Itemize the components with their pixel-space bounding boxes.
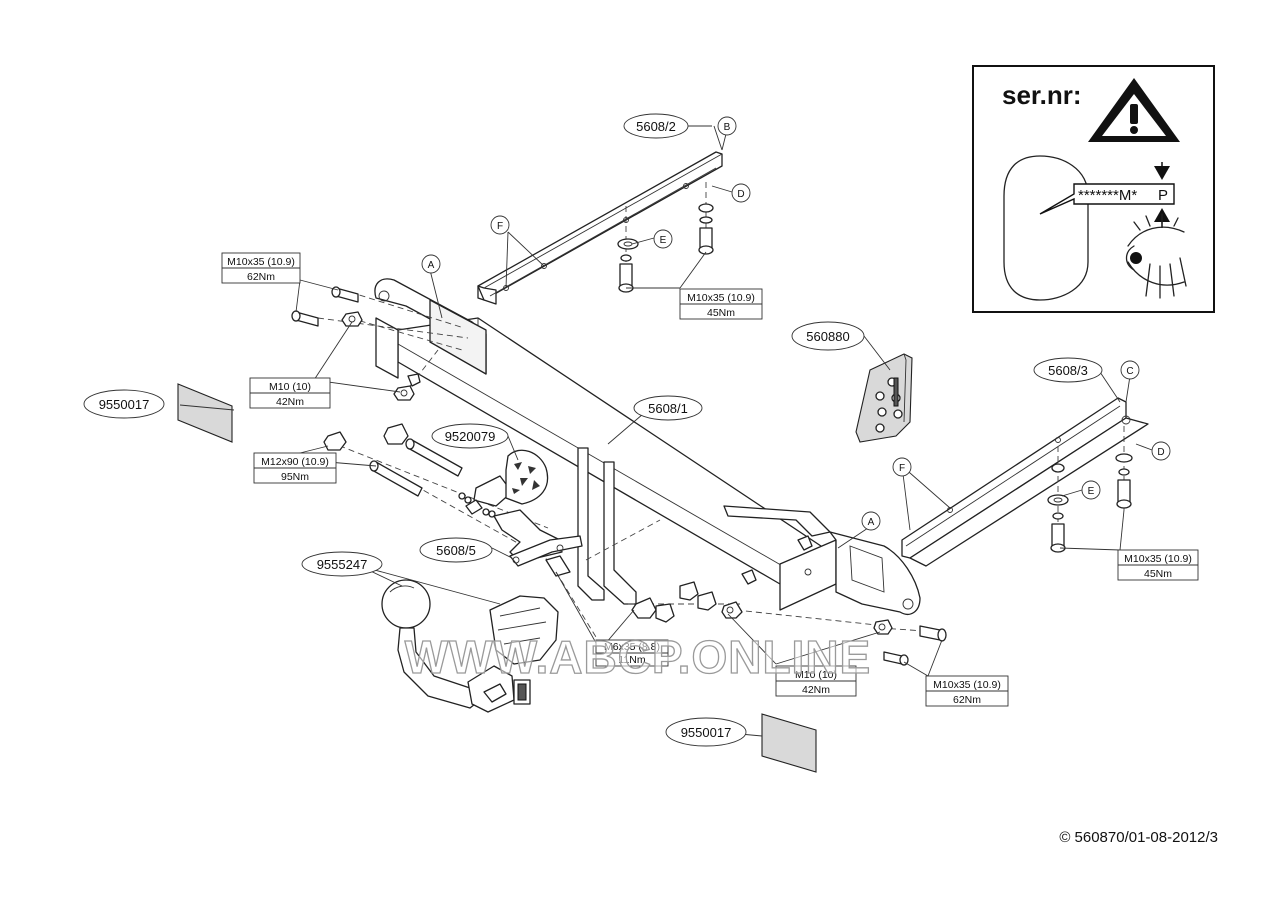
svg-text:F: F — [497, 221, 503, 232]
torque-spec-right-side: M10x35 (10.9) 45Nm — [1117, 549, 1199, 581]
svg-text:C: C — [1126, 366, 1133, 377]
svg-text:F: F — [899, 463, 905, 474]
ref-circle-a-right: A — [861, 511, 881, 531]
washer-e-top — [617, 238, 639, 293]
serial-plate-suffix: P — [1158, 187, 1168, 204]
svg-text:9550017: 9550017 — [681, 725, 732, 740]
svg-text:62Nm: 62Nm — [247, 271, 275, 283]
socket-holder-9520079 — [458, 449, 563, 563]
torque-spec-top-center: M10x35 (10.9) 45Nm — [679, 288, 763, 320]
ref-circle-f-top: F — [490, 215, 510, 235]
watermark-text: WWW.ABCP.ONLINE — [405, 631, 871, 683]
ref-circle-f-right: F — [892, 457, 912, 477]
svg-text:E: E — [1088, 486, 1095, 497]
svg-text:D: D — [1157, 447, 1164, 458]
ref-circle-e-right: E — [1081, 480, 1101, 500]
towball-outline — [1003, 155, 1089, 301]
main-crossbar-5608-1 — [374, 278, 921, 615]
torque-spec-right-bottom: M10x35 (10.9) 62Nm — [925, 675, 1009, 707]
document-9550017-left — [177, 383, 233, 443]
svg-text:M10x35 (10.9): M10x35 (10.9) — [1124, 553, 1192, 565]
callout-560880: 560880 — [791, 321, 865, 351]
eye-icon — [1125, 213, 1187, 299]
callout-9550017-bottom: 9550017 — [665, 717, 747, 747]
svg-text:5608/1: 5608/1 — [648, 401, 688, 416]
ref-circle-d-right: D — [1151, 441, 1171, 461]
svg-text:42Nm: 42Nm — [802, 684, 830, 696]
svg-text:5608/2: 5608/2 — [636, 119, 676, 134]
leader-lines — [179, 125, 1153, 737]
ref-circle-d-top: D — [731, 183, 751, 203]
serial-number-panel: ser.nr: *******M* P — [972, 65, 1215, 313]
bracket-5608-5 — [509, 535, 605, 651]
side-bracket-5608-3 — [901, 397, 1149, 567]
serial-plate: *******M* P — [1039, 183, 1175, 215]
callout-5608-1: 5608/1 — [633, 395, 703, 421]
svg-text:560880: 560880 — [806, 329, 849, 344]
bolt-d-top — [698, 203, 714, 255]
washer-e-right — [1047, 463, 1069, 553]
svg-text:9520079: 9520079 — [445, 429, 496, 444]
copyright-text: © 560870/01-08-2012/3 — [1059, 829, 1218, 846]
svg-text:9555247: 9555247 — [317, 557, 368, 572]
svg-text:M12x90 (10.9): M12x90 (10.9) — [261, 456, 329, 468]
svg-text:9550017: 9550017 — [99, 397, 150, 412]
torque-spec-center-m6: M6x35 (8.8) 11Nm — [595, 639, 669, 667]
svg-text:A: A — [868, 517, 875, 528]
svg-text:11Nm: 11Nm — [618, 654, 645, 666]
callout-5608-2: 5608/2 — [623, 113, 689, 139]
torque-spec-top-left: M10x35 (10.9) 62Nm — [221, 252, 301, 284]
svg-text:45Nm: 45Nm — [707, 307, 735, 319]
callout-9555247: 9555247 — [301, 551, 383, 577]
ref-circle-e-top: E — [653, 229, 673, 249]
svg-text:62Nm: 62Nm — [953, 694, 981, 706]
svg-text:M10 (10): M10 (10) — [269, 381, 311, 393]
callout-5608-5: 5608/5 — [419, 537, 493, 563]
ref-circle-b: B — [717, 116, 737, 136]
warning-triangle-icon — [1088, 78, 1180, 142]
callout-5608-3: 5608/3 — [1033, 357, 1103, 383]
serial-plate-text: *******M* — [1078, 187, 1137, 204]
svg-text:5608/3: 5608/3 — [1048, 363, 1088, 378]
svg-text:42Nm: 42Nm — [276, 396, 304, 408]
callout-9550017-left: 9550017 — [83, 389, 165, 419]
side-bracket-5608-2 — [477, 151, 723, 305]
torque-spec-left-m12: M12x90 (10.9) 95Nm — [253, 452, 337, 484]
svg-text:M10x35 (10.9): M10x35 (10.9) — [227, 256, 295, 268]
fasteners-center — [628, 535, 947, 666]
bolt-d-right — [1115, 453, 1133, 509]
svg-text:M6x35 (8.8): M6x35 (8.8) — [604, 641, 660, 653]
document-9550017-bottom — [761, 713, 817, 773]
svg-text:M10x35 (10.9): M10x35 (10.9) — [933, 679, 1001, 691]
fastener-kit-560880 — [855, 353, 913, 443]
svg-text:B: B — [724, 122, 731, 133]
svg-text:95Nm: 95Nm — [281, 471, 309, 483]
svg-text:E: E — [660, 235, 667, 246]
serial-panel-title: ser.nr: — [1002, 80, 1082, 110]
svg-text:D: D — [737, 189, 744, 200]
ref-circle-a-left: A — [421, 254, 441, 274]
callout-9520079: 9520079 — [431, 423, 509, 449]
torque-spec-left-nut: M10 (10) 42Nm — [249, 377, 331, 409]
svg-text:A: A — [428, 260, 435, 271]
ref-circle-c: C — [1120, 360, 1140, 380]
svg-text:45Nm: 45Nm — [1144, 568, 1172, 580]
svg-text:M10x35 (10.9): M10x35 (10.9) — [687, 292, 755, 304]
svg-text:M10 (10): M10 (10) — [795, 669, 837, 681]
torque-spec-center-nut: M10 (10) 42Nm — [775, 665, 857, 697]
towball-9555247 — [381, 579, 559, 713]
svg-text:5608/5: 5608/5 — [436, 543, 476, 558]
